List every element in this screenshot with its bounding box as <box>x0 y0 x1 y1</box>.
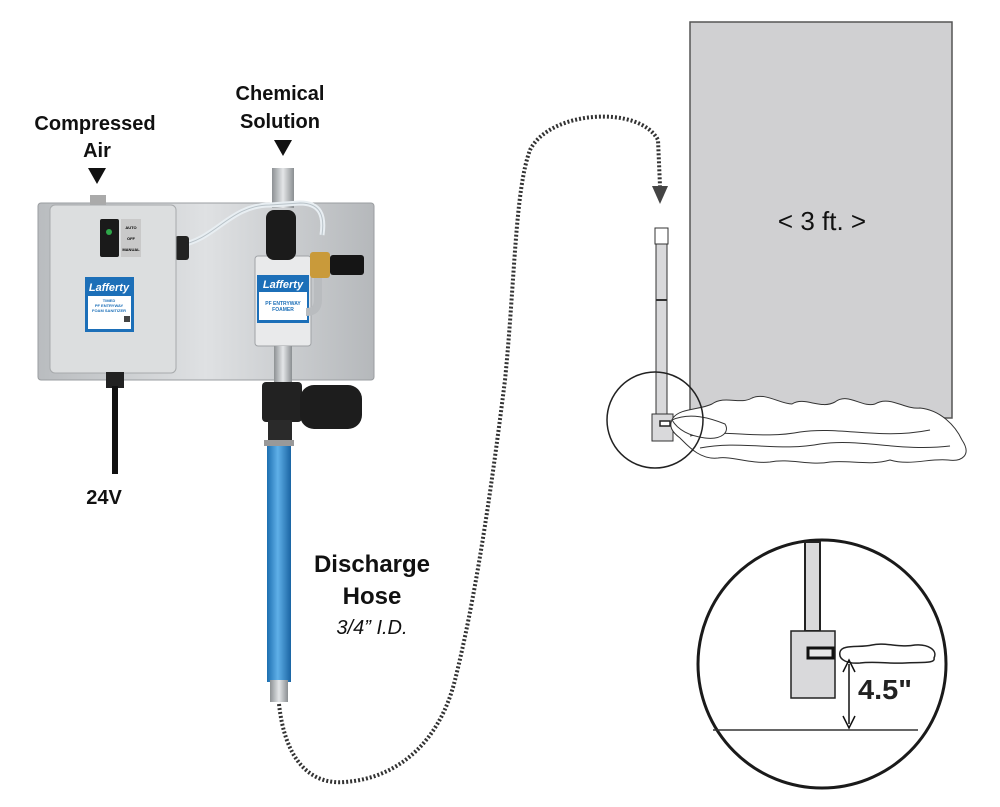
outlet-pipe <box>274 346 292 386</box>
nozzle-box <box>651 413 674 442</box>
hose-route-arrow-icon <box>652 186 668 204</box>
chemical-solution-label-line2: Solution <box>240 111 320 133</box>
arrow-down-icon <box>842 715 856 730</box>
detail-nozzle-box <box>790 630 836 699</box>
discharge-hose-label-line1: Discharge <box>314 551 430 578</box>
detail-callout-circle <box>606 371 704 469</box>
chemical-solution-label-line1: Chemical <box>236 83 325 105</box>
svg-text:PF ENTRYWAY: PF ENTRYWAY <box>95 303 124 308</box>
detail-foam <box>839 643 936 664</box>
discharge-hose <box>267 446 291 682</box>
chemical-solution-arrow-icon <box>274 140 292 156</box>
power-cord <box>112 386 118 474</box>
detail-nozzle-slot <box>806 646 835 660</box>
foam-clouds <box>670 395 967 464</box>
svg-text:FOAMER: FOAMER <box>272 307 294 313</box>
switch-label-manual: MANUAL <box>122 247 140 252</box>
detail-pole <box>804 541 821 632</box>
svg-text:FOAM SANITIZER: FOAM SANITIZER <box>92 308 126 313</box>
regulator-knob <box>330 255 364 275</box>
chemical-filter <box>266 210 296 260</box>
svg-text:TIMED: TIMED <box>103 298 116 303</box>
indicator-light <box>106 229 112 235</box>
air-inlet-fitting <box>90 195 106 205</box>
wall <box>689 21 953 419</box>
svg-text:PF ENTRYWAY: PF ENTRYWAY <box>265 301 301 307</box>
hose-end-fitting <box>270 680 288 702</box>
nozzle-stand-pole <box>655 243 668 417</box>
voltage-label: 24V <box>86 487 122 509</box>
hose-route-dotted-line <box>277 114 662 785</box>
air-regulator <box>310 252 330 278</box>
brand-logo: Lafferty <box>89 282 130 294</box>
hose-size-label: 3/4” I.D. <box>336 617 407 639</box>
hose-clamp <box>264 440 294 446</box>
air-check-valve <box>300 385 362 429</box>
dispenser-unit: AUTO OFF MANUAL Lafferty TIMED PF ENTRYW… <box>37 168 375 702</box>
compressed-air-label-line2: Air <box>83 140 111 162</box>
compressed-air-arrow-icon <box>88 168 106 184</box>
discharge-fitting <box>262 382 302 422</box>
cable-gland <box>175 236 189 260</box>
distance-label: < 3 ft. > <box>778 206 866 236</box>
detail-view: 4.5" <box>696 538 948 790</box>
switch-label-auto: AUTO <box>125 225 136 230</box>
arrow-up-icon <box>842 658 856 673</box>
power-switch <box>100 219 119 257</box>
compressed-air-label-line1: Compressed <box>34 113 155 135</box>
qr-code <box>124 316 130 322</box>
brand-logo: Lafferty <box>263 279 304 291</box>
discharge-hose-label-line2: Hose <box>343 583 402 610</box>
switch-label-off: OFF <box>127 236 136 241</box>
nozzle-height-label: 4.5" <box>858 674 912 705</box>
chemical-inlet-pipe <box>272 168 294 208</box>
stand-cap <box>654 227 669 245</box>
